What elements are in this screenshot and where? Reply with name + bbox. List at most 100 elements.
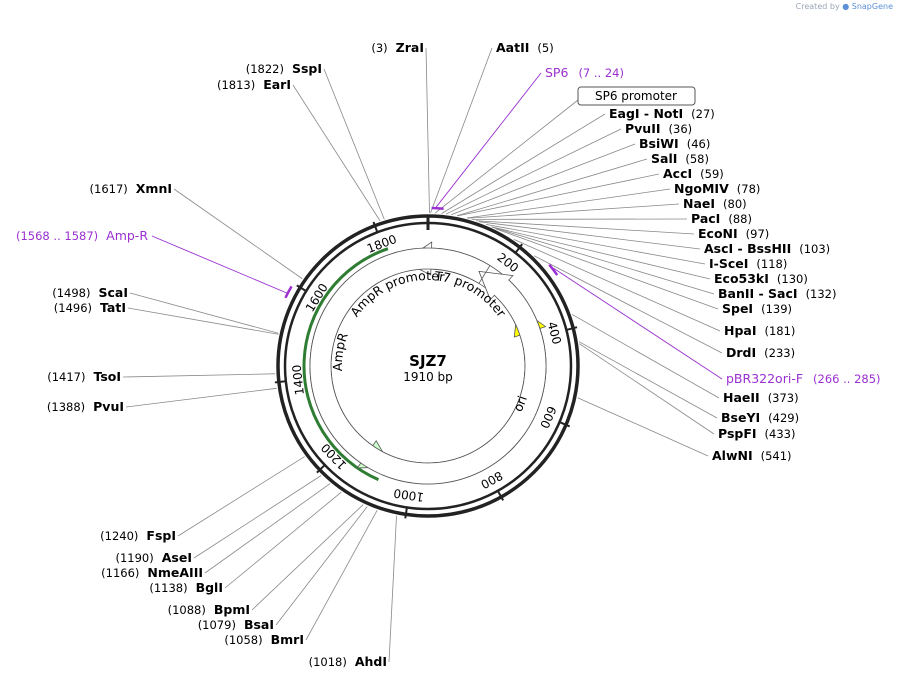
enzyme-label-tati: (1496)TatI	[54, 300, 126, 315]
enzyme-label-zrai: (3)ZraI	[371, 40, 424, 55]
enzyme-label-banii-saci: BanII - SacI(132)	[718, 286, 837, 301]
tick-mark	[296, 284, 308, 293]
enzyme-leader-line	[466, 188, 671, 219]
enzyme-label-ahdi: (1018)AhdI	[309, 654, 387, 669]
enzyme-label-paci: PacI(88)	[691, 211, 752, 226]
site-labels: AatII(5) EagI - NotI(27)PvuII(36)BsiWI(46…	[16, 40, 881, 669]
pbr322ori-f-primer-bar	[548, 263, 559, 276]
enzyme-label-alwni: AlwNI(541)	[712, 448, 792, 463]
enzyme-leader-line	[193, 475, 322, 559]
ampr-strand-line	[302, 247, 389, 482]
enzyme-label-pvui: (1388)PvuI	[47, 399, 124, 414]
enzyme-label-pspfi: PspFI(433)	[718, 426, 795, 441]
enzyme-leader-line	[456, 158, 648, 217]
enzyme-leader-line	[430, 47, 493, 214]
enzyme-leader-line	[533, 255, 723, 354]
enzyme-leader-line	[425, 47, 430, 214]
enzyme-label-bpmi: (1088)BpmI	[168, 602, 250, 617]
enzyme-label-acci: AccI(59)	[663, 166, 724, 181]
enzyme-leader-line	[571, 314, 720, 399]
tick-label: 1000	[393, 486, 425, 504]
enzyme-label-eco53ki: Eco53kI(130)	[714, 271, 808, 286]
ori-feature-label: ori	[510, 394, 530, 414]
enzyme-label-sali: SalI(58)	[651, 151, 709, 166]
tick-label: 1400	[290, 364, 307, 396]
t7-promoter-arrow	[309, 247, 547, 485]
enzyme-leader-line	[173, 188, 303, 280]
enzyme-leader-line	[457, 173, 660, 217]
tick-mark	[316, 463, 327, 474]
enzyme-leader-line	[445, 128, 622, 215]
enzyme-leader-line	[388, 515, 397, 663]
tick-mark	[558, 420, 571, 428]
enzyme-label-aatii: AatII(5)	[496, 40, 554, 55]
enzyme-leader-line	[492, 226, 715, 295]
amp-r-primer-bar	[284, 285, 293, 299]
tick-mark	[514, 243, 523, 255]
tick-mark	[372, 221, 379, 234]
enzyme-label-bgli: (1138)BglI	[149, 580, 223, 595]
enzyme-leader-line	[129, 292, 279, 334]
enzyme-leader-line	[177, 456, 305, 537]
enzyme-label-drdi: DrdI(233)	[726, 345, 795, 360]
enzyme-label-asei: (1190)AseI	[116, 550, 193, 565]
enzyme-leader-line	[323, 68, 385, 220]
enzyme-label-fspi: (1240)FspI	[100, 528, 176, 543]
snapgene-credit: Created by ● SnapGene	[796, 2, 893, 11]
tick-mark	[565, 326, 578, 332]
snapgene-logo: ●	[842, 2, 850, 11]
enzyme-leader-line	[127, 307, 279, 335]
tick-label: 400	[545, 320, 564, 346]
leader-lines	[122, 47, 723, 663]
enzyme-leader-line	[478, 221, 701, 250]
enzyme-leader-line	[495, 228, 719, 310]
enzyme-label-bseyi: BseYI(429)	[721, 410, 799, 425]
enzyme-leader-line	[292, 84, 381, 221]
enzyme-leader-line	[485, 223, 706, 265]
enzyme-label-ngomiv: NgoMIV(78)	[674, 181, 760, 196]
enzyme-label-spei: SpeI(139)	[722, 301, 792, 316]
sp6-promoter-leader	[434, 99, 579, 214]
enzyme-leader-line	[475, 220, 695, 235]
enzyme-leader-line	[441, 113, 606, 214]
enzyme-leader-line	[251, 504, 364, 611]
sp6-primer-label: SP6(7 .. 24)	[545, 65, 624, 80]
tick-mark	[496, 489, 505, 501]
enzyme-label-bmri: (1058)BmrI	[224, 632, 304, 647]
enzyme-label-sspi: (1822)SspI	[246, 61, 322, 76]
map-title: SJZ7	[409, 352, 447, 370]
enzyme-label-eagi-noti: EagI - NotI(27)	[609, 106, 715, 121]
enzyme-leader-line	[204, 483, 331, 574]
enzyme-label-pvuii: PvuII(36)	[625, 121, 692, 136]
enzyme-label-hpai: HpaI(181)	[724, 323, 795, 338]
enzyme-leader-line	[579, 343, 715, 435]
enzyme-label-naei: NaeI(80)	[683, 196, 747, 211]
sp6-promoter-label: SP6 promoter	[595, 89, 677, 103]
enzyme-leader-line	[491, 226, 711, 280]
tick-mark	[404, 506, 409, 519]
enzyme-leader-line	[467, 203, 680, 219]
enzyme-leader-line	[578, 341, 718, 419]
primer-leader-line	[151, 235, 287, 294]
enzyme-label-bsiwi: BsiWI(46)	[639, 136, 710, 151]
enzyme-label-bsai: (1079)BsaI	[198, 617, 274, 632]
sp6-promoter-box: SP6 promoter	[577, 86, 696, 106]
enzyme-leader-line	[305, 510, 378, 641]
enzyme-leader-line	[122, 373, 276, 378]
primer-leader-line	[552, 267, 723, 380]
enzyme-leader-line	[513, 238, 721, 332]
enzyme-label-i-scei: I-SceI(118)	[709, 256, 787, 271]
tick-mark	[274, 380, 287, 384]
enzyme-label-eari: (1813)EarI	[217, 77, 291, 92]
enzyme-label-nmeaiii: (1166)NmeAIII	[101, 565, 203, 580]
enzyme-label-tsoi: (1417)TsoI	[47, 369, 121, 384]
pbr322ori-f-primer-label: pBR322ori-F(266 .. 285)	[726, 371, 881, 386]
credit-brand: SnapGene	[851, 2, 893, 11]
credit-prefix: Created by	[795, 2, 840, 11]
primer-leader-line	[435, 72, 542, 208]
enzyme-leader-line	[125, 387, 277, 408]
primer-bars	[284, 206, 559, 299]
enzyme-leader-line	[275, 506, 368, 626]
enzyme-label-haeii: HaeII(373)	[723, 390, 799, 405]
